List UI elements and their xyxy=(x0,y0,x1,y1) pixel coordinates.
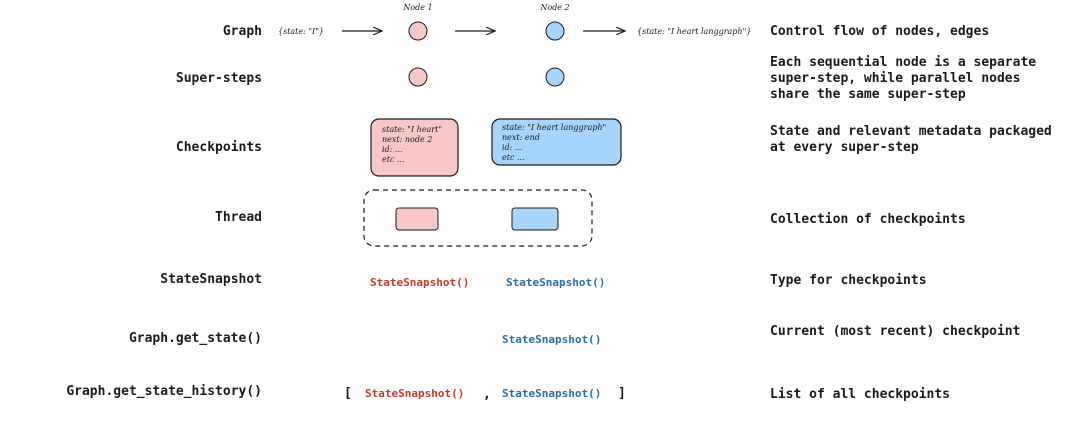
get-state-blue: StateSnapshot() xyxy=(502,333,601,346)
statesnapshot-blue: StateSnapshot() xyxy=(506,276,605,289)
checkpoint1-line-4: etc ... xyxy=(382,155,405,164)
row-desc-supersteps-line1: Each sequential node is a separate xyxy=(770,55,1036,70)
history-open-bracket: [ xyxy=(344,386,352,401)
row-label-get-state: Graph.get_state() xyxy=(129,331,262,346)
history-comma: , xyxy=(483,387,491,402)
superstep-node1-circle xyxy=(408,67,428,87)
row-desc-graph: Control flow of nodes, edges xyxy=(770,24,989,39)
checkpoint2-line-2: next: end xyxy=(502,133,540,142)
history-red: StateSnapshot() xyxy=(365,387,464,400)
node1-title: Node 1 xyxy=(402,3,432,12)
row-desc-get-state-history: List of all checkpoints xyxy=(770,387,950,402)
graph-output-state: {state: "I heart langgraph"} xyxy=(637,27,751,36)
row-desc-checkpoints-line2: at every super-step xyxy=(770,140,919,155)
row-label-statesnapshot: StateSnapshot xyxy=(160,272,262,287)
history-close-bracket: ] xyxy=(618,386,626,401)
row-desc-thread: Collection of checkpoints xyxy=(770,212,966,227)
checkpoint1-line-3: id: ... xyxy=(382,145,403,154)
row-desc-supersteps-line2: super-step, while parallel nodes xyxy=(770,71,1020,86)
row-desc-checkpoints-line1: State and relevant metadata packaged xyxy=(770,124,1052,139)
row-desc-statesnapshot: Type for checkpoints xyxy=(770,273,927,288)
superstep-node2-circle xyxy=(545,67,565,87)
checkpoint2-line-1: state: "I heart langgraph" xyxy=(502,123,606,132)
graph-node1-circle xyxy=(408,21,428,41)
thread-checkpoint-2 xyxy=(511,207,559,231)
thread-checkpoint-1 xyxy=(395,207,439,231)
row-label-graph: Graph xyxy=(223,24,262,39)
checkpoint2-line-4: etc ... xyxy=(502,153,525,162)
row-label-checkpoints: Checkpoints xyxy=(176,140,262,155)
row-label-get-state-history: Graph.get_state_history() xyxy=(66,384,262,399)
row-label-supersteps: Super-steps xyxy=(176,71,262,86)
thread-container xyxy=(363,189,593,247)
node2-title: Node 2 xyxy=(539,3,569,12)
graph-node2-circle xyxy=(545,21,565,41)
graph-input-state: {state: "I"} xyxy=(278,27,324,36)
checkpoint1-line-2: next: node 2 xyxy=(382,135,432,144)
row-label-thread: Thread xyxy=(215,210,262,225)
checkpoint-card-2 xyxy=(491,118,622,166)
history-blue: StateSnapshot() xyxy=(502,387,601,400)
checkpoint-card-1 xyxy=(370,118,459,177)
checkpoint2-line-3: id: ... xyxy=(502,143,523,152)
row-desc-supersteps-line3: share the same super-step xyxy=(770,87,966,102)
row-desc-get-state: Current (most recent) checkpoint xyxy=(770,324,1020,339)
statesnapshot-red: StateSnapshot() xyxy=(370,276,469,289)
checkpoint1-line-1: state: "I heart" xyxy=(382,125,442,134)
